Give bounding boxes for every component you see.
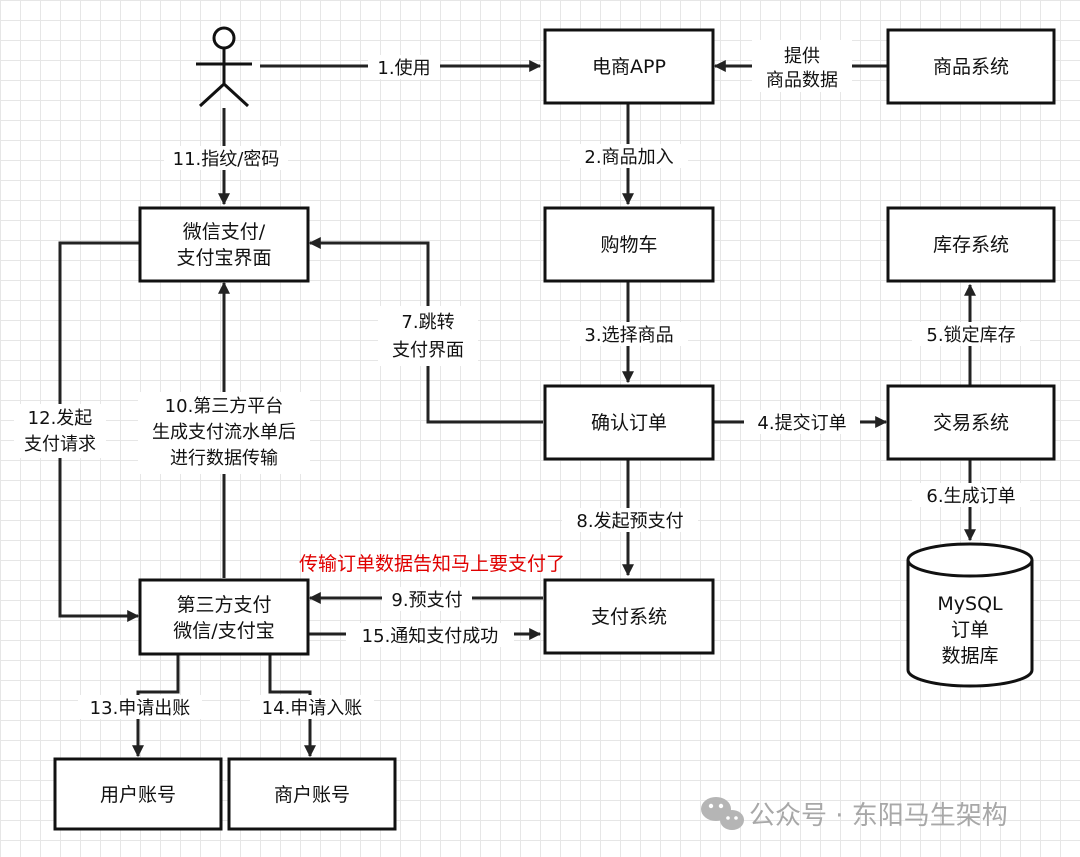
node-inventory-system-label: 库存系统: [933, 234, 1009, 256]
label-use: 1.使用: [377, 58, 430, 79]
node-third-party-line2: 微信/支付宝: [173, 620, 274, 642]
node-cart-label: 购物车: [600, 234, 657, 256]
label-product-data-line2: 商品数据: [766, 70, 838, 91]
red-annotation: 传输订单数据告知马上要支付了: [299, 553, 565, 575]
node-third-party-line1: 第三方支付: [176, 594, 271, 616]
stick-figure-icon: [196, 26, 252, 108]
node-trade-system-label: 交易系统: [933, 412, 1009, 434]
nodes: 电商APP 商品系统 购物车 库存系统 微信支付/ 支付宝界面 确认订单 交易系…: [53, 28, 1056, 831]
node-mysql: MySQL 订单 数据库: [906, 542, 1034, 688]
node-pay-ui-line1: 微信支付/: [183, 221, 266, 243]
label-lock-inventory: 5.锁定库存: [926, 325, 1015, 346]
node-mysql-line2: 订单: [951, 619, 989, 641]
label-notify-success: 15.通知支付成功: [362, 626, 499, 647]
node-confirm-order-label: 确认订单: [591, 412, 667, 434]
label-jump-pay-ui-line1: 7.跳转: [401, 312, 454, 333]
label-gen-order: 6.生成订单: [926, 486, 1015, 507]
node-pay-system: 支付系统: [543, 578, 715, 655]
label-jump-pay-ui-line2: 支付界面: [392, 340, 464, 361]
label-apply-credit: 14.申请入账: [262, 698, 363, 719]
node-pay-ui-line2: 支付宝界面: [176, 247, 271, 269]
label-third-party-flow-line1: 10.第三方平台: [165, 396, 284, 417]
node-cart: 购物车: [543, 206, 715, 283]
watermark: 公众号 · 东阳马生架构: [701, 797, 1008, 831]
label-select-product: 3.选择商品: [584, 325, 673, 346]
label-fingerprint: 11.指纹/密码: [173, 149, 280, 170]
node-app: 电商APP: [543, 28, 715, 105]
label-submit-order: 4.提交订单: [757, 413, 846, 434]
node-pay-system-label: 支付系统: [591, 606, 667, 628]
node-third-party: 第三方支付 微信/支付宝: [138, 578, 310, 656]
label-init-prepay: 8.发起预支付: [576, 511, 683, 532]
label-product-data-line1: 提供: [784, 46, 820, 67]
node-mysql-line1: MySQL: [937, 593, 1003, 615]
label-apply-debit: 13.申请出账: [90, 698, 191, 719]
node-app-label: 电商APP: [592, 56, 666, 78]
node-trade-system: 交易系统: [886, 384, 1056, 461]
node-product-system: 商品系统: [886, 28, 1056, 105]
node-merchant-account: 商户账号: [227, 757, 397, 831]
wechat-icon: [701, 797, 744, 830]
node-user-account-label: 用户账号: [100, 784, 176, 806]
node-merchant-account-label: 商户账号: [274, 784, 350, 806]
watermark-text: 公众号 · 东阳马生架构: [749, 801, 1008, 831]
node-confirm-order: 确认订单: [543, 384, 715, 461]
edge-labels: 1.使用 提供 商品数据 2.商品加入 3.选择商品 4.提交订单 5.锁定库存…: [14, 40, 1030, 719]
edge-apply-credit: [268, 654, 316, 758]
label-third-party-flow-line2: 生成支付流水单后: [152, 422, 296, 443]
label-pay-request-line2: 支付请求: [24, 434, 96, 455]
label-prepay: 9.预支付: [391, 590, 462, 611]
label-pay-request-line1: 12.发起: [28, 408, 93, 429]
node-user-account: 用户账号: [53, 757, 223, 831]
node-mysql-line3: 数据库: [941, 645, 998, 667]
label-add-product: 2.商品加入: [584, 147, 673, 168]
node-product-system-label: 商品系统: [933, 56, 1009, 78]
node-pay-ui: 微信支付/ 支付宝界面: [138, 206, 310, 283]
edge-apply-debit: [132, 654, 180, 758]
label-third-party-flow-line3: 进行数据传输: [170, 448, 278, 469]
node-inventory-system: 库存系统: [886, 206, 1056, 283]
